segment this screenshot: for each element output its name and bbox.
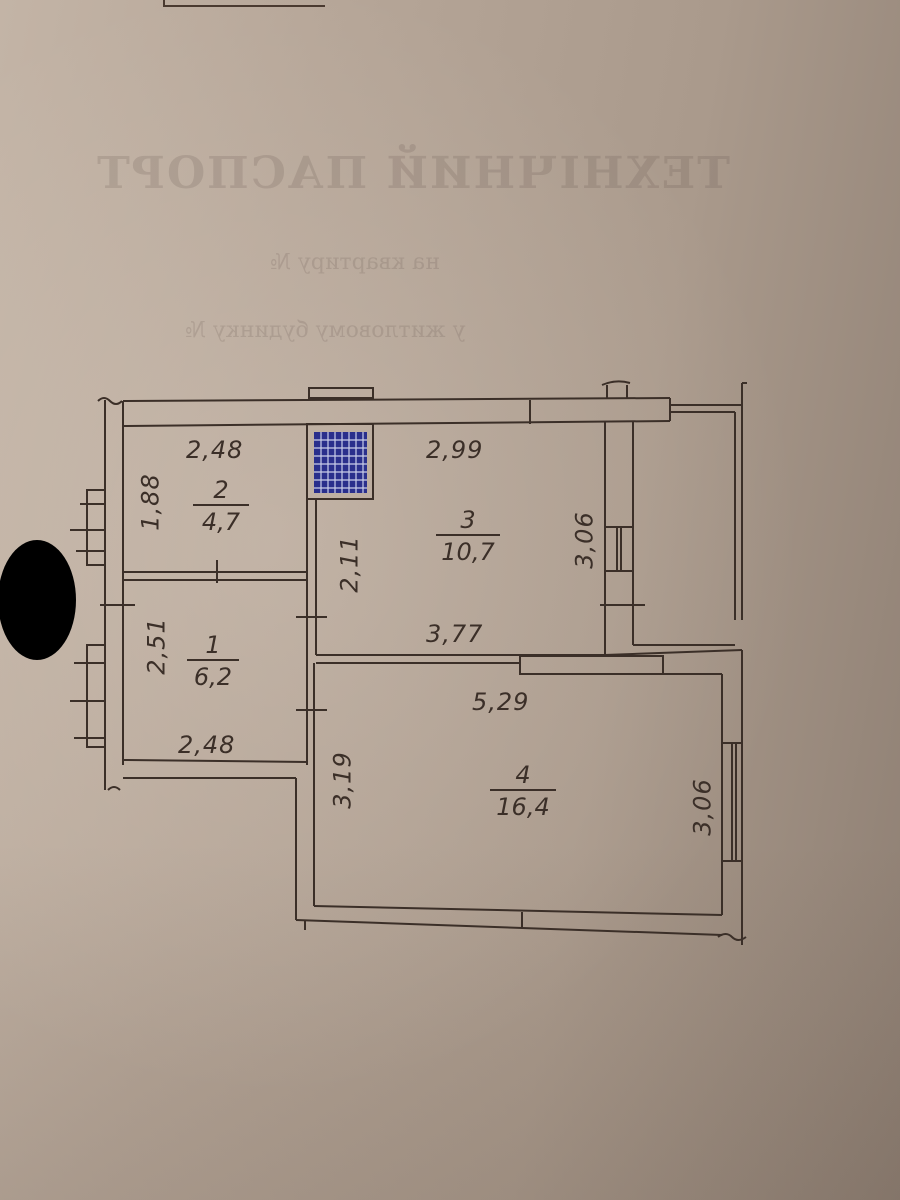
room-3-label: 3 10,7 bbox=[436, 508, 500, 564]
room-2-number: 2 bbox=[213, 476, 229, 504]
room-4-number: 4 bbox=[515, 761, 531, 789]
room-1-height: 2,51 bbox=[142, 617, 171, 675]
room-1-label: 1 6,2 bbox=[187, 633, 239, 689]
room-1-number: 1 bbox=[205, 631, 221, 659]
room-4-width: 5,29 bbox=[472, 688, 530, 716]
room-3-number: 3 bbox=[460, 506, 476, 534]
room-1-area: 6,2 bbox=[187, 659, 239, 689]
room-4-area: 16,4 bbox=[490, 789, 556, 819]
room-2-area: 4,7 bbox=[193, 504, 249, 534]
redaction-mark bbox=[0, 540, 76, 660]
room-2-width: 2,48 bbox=[186, 436, 244, 464]
room-1-width: 2,48 bbox=[178, 731, 236, 759]
vent-shaft-icon bbox=[314, 432, 367, 493]
room-2-height: 1,88 bbox=[136, 473, 165, 531]
room-4-right-height: 3,06 bbox=[688, 778, 717, 836]
room-2-label: 2 4,7 bbox=[193, 478, 249, 534]
room-3-bottom-width: 3,77 bbox=[426, 620, 484, 648]
room-3-area: 10,7 bbox=[436, 534, 500, 564]
frame-corner bbox=[163, 0, 325, 7]
room-3-height: 3,06 bbox=[570, 511, 599, 569]
room-4-left-height: 3,19 bbox=[328, 751, 357, 809]
room-3-top-width: 2,99 bbox=[426, 436, 484, 464]
room-4-label: 4 16,4 bbox=[490, 763, 556, 819]
corridor-height: 2,11 bbox=[335, 535, 364, 593]
